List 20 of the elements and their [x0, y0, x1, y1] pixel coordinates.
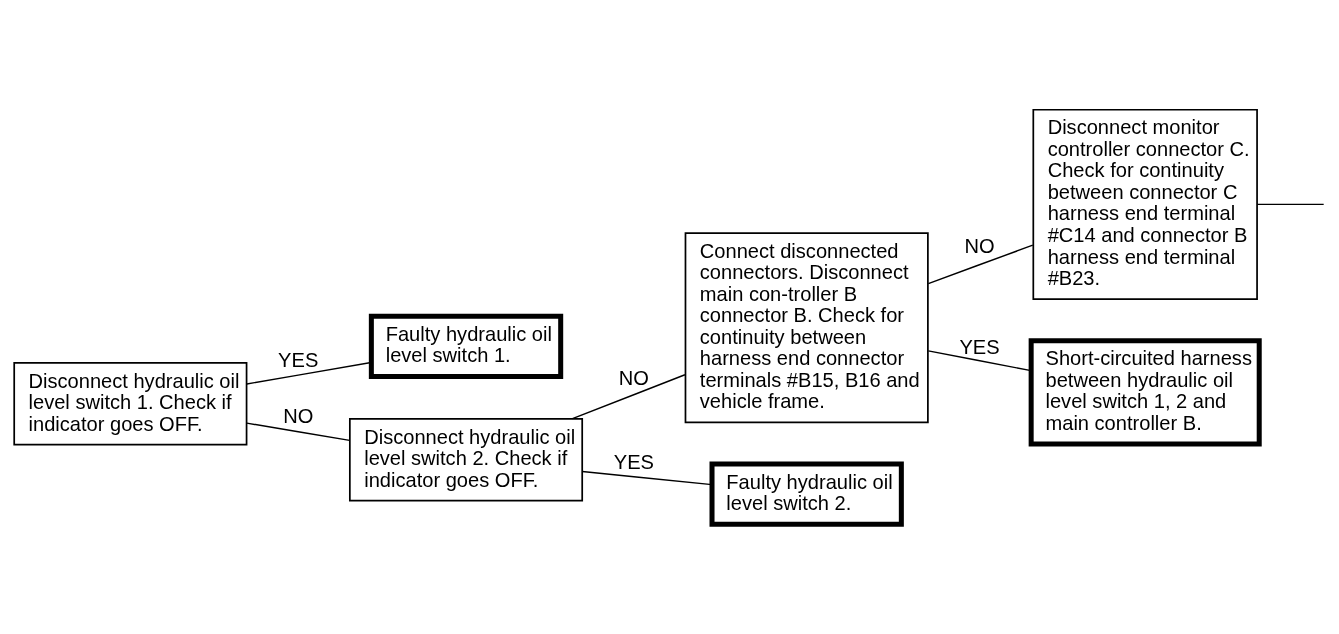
connector	[246, 422, 351, 442]
edge-label: YES	[959, 335, 1000, 358]
node-box: Disconnect hydraulic oil level switch 2. Check if indicator goes OFF.	[348, 417, 584, 502]
edge-label: NO	[618, 367, 649, 390]
connector	[571, 374, 686, 420]
node-box: Faulty hydraulic oil level switch 2.	[709, 461, 904, 527]
node-box: Disconnect hydraulic oil level switch 1. Check if indicator goes OFF.	[13, 362, 248, 446]
edge-label: YES	[278, 348, 319, 371]
edge-label: NO	[964, 235, 995, 258]
connector	[581, 470, 713, 486]
node-box: Faulty hydraulic oil level switch 1.	[368, 313, 564, 380]
edge-label: NO	[283, 404, 314, 427]
connector	[1256, 203, 1325, 206]
edge-label: YES	[613, 450, 654, 473]
node-box: Connect disconnected connectors. Disconnect main con-troller B connector B. Check for continuity between harness end connector terminals #B15, B16 and vehicle frame.	[684, 232, 929, 424]
node-box: Disconnect monitor controller connector C. Check for continuity between connector C harness end terminal #C14 and connector B harness end terminal #B23.	[1032, 108, 1258, 300]
connector	[246, 361, 372, 385]
node-box: Short-circuited harness between hydraulic oil level switch 1, 2 and main controller B.	[1028, 338, 1262, 447]
connector	[927, 350, 1032, 372]
connector	[927, 244, 1034, 285]
